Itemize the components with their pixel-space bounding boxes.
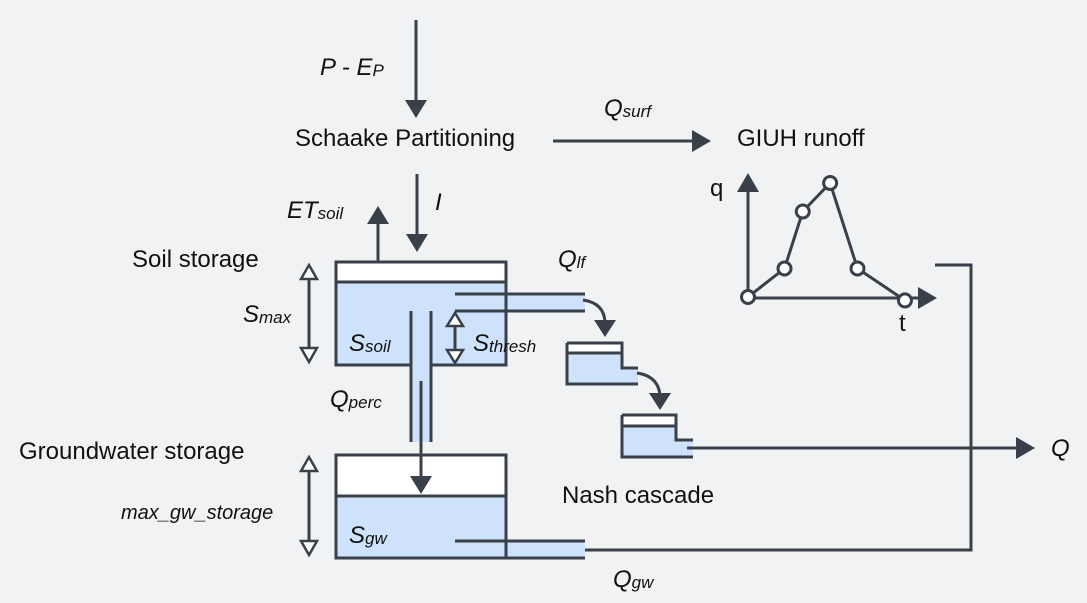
forcing-label: P - EP <box>320 54 384 81</box>
q-lf-label: Qlf <box>558 246 587 273</box>
giuh-y-axis-label: q <box>710 175 723 202</box>
q-perc-label: Qperc <box>330 386 382 413</box>
giuh-point <box>776 260 793 277</box>
max-gw-storage-label: max_gw_storage <box>121 502 273 524</box>
forcing-arrow <box>405 20 427 118</box>
giuh-plot <box>737 173 937 309</box>
giuh-point <box>794 203 811 220</box>
giuh-point <box>822 175 839 191</box>
infiltration-arrow <box>406 174 428 252</box>
q-surf-arrow <box>553 130 711 152</box>
nash-tank-2 <box>620 413 693 459</box>
giuh-point <box>740 289 756 305</box>
s-thresh-label: Sthresh <box>473 330 536 357</box>
soil-storage-label: Soil storage <box>132 246 259 273</box>
q-out-label: Q <box>1051 435 1070 462</box>
nash-tank-1 <box>565 341 638 386</box>
groundwater-storage-tank <box>334 453 585 560</box>
q-perc-arrowhead <box>410 455 432 494</box>
giuh-to-outflow-connector <box>583 263 973 552</box>
infiltration-label: I <box>435 189 442 216</box>
giuh-runoff-label: GIUH runoff <box>737 125 865 152</box>
giuh-curve <box>747 180 906 302</box>
soil-storage-tank <box>334 260 585 442</box>
total-outflow-arrow <box>687 437 1035 459</box>
nash-inflow-arrow-2 <box>636 371 671 410</box>
q-surf-label: Qsurf <box>604 95 653 122</box>
s-soil-label: Ssoil <box>349 330 392 357</box>
giuh-x-axis-label: t <box>899 310 906 337</box>
giuh-y-axis-arrowhead <box>737 173 759 192</box>
s-gw-label: Sgw <box>349 522 388 549</box>
giuh-x-axis-arrowhead <box>918 287 937 309</box>
groundwater-storage-label: Groundwater storage <box>19 438 244 465</box>
max-gw-storage-double-arrow <box>298 454 320 558</box>
s-thresh-double-arrow <box>444 310 466 366</box>
giuh-point <box>896 292 913 309</box>
nash-inflow-arrow-1 <box>582 298 616 337</box>
nash-cascade-label: Nash cascade <box>562 482 714 509</box>
q-gw-label: Qgw <box>613 566 655 593</box>
et-soil-label: ETsoil <box>287 197 344 224</box>
giuh-point <box>849 260 866 277</box>
schaake-partitioning-label: Schaake Partitioning <box>295 125 515 152</box>
s-max-double-arrow <box>298 262 320 365</box>
s-max-label: Smax <box>243 301 292 328</box>
